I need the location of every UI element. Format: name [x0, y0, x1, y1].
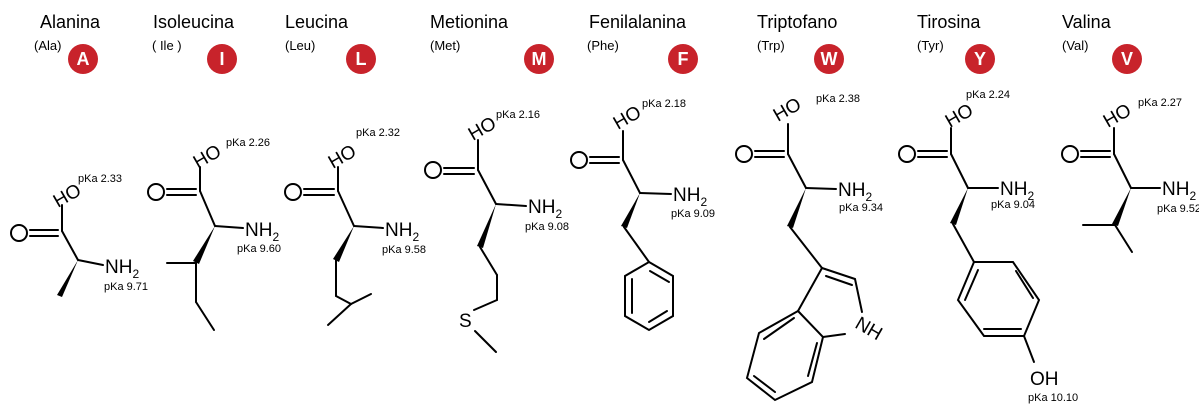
amine-label: NH2	[105, 257, 139, 281]
letter-badge-tirosina: Y	[965, 44, 995, 74]
name-triptofano: Triptofano	[757, 12, 838, 32]
letter-badge-triptofano: W	[814, 44, 844, 74]
hydroxyl-label: HO	[325, 141, 360, 173]
hydroxyl-label: HO	[190, 141, 225, 173]
pka-amine: pKa 9.04	[991, 199, 1035, 211]
indole-nh-label: NH	[851, 313, 885, 345]
benzene-ring	[956, 261, 1041, 337]
name-metionina: Metionina	[430, 12, 509, 32]
carbonyl-oxygen	[898, 145, 916, 163]
pka-carboxyl: pKa 2.27	[1138, 97, 1182, 109]
benzene-ring	[624, 260, 674, 332]
abbr-fenilalanina: (Phe)	[587, 38, 619, 53]
structure-isoleucina: HO pKa 2.26 NH2 pKa 9.60	[147, 137, 281, 331]
structure-triptofano: HO pKa 2.38 NH2 pKa 9.34 NH	[735, 93, 886, 402]
hydroxyl-label: HO	[610, 102, 645, 134]
pka-amine: pKa 9.09	[671, 208, 715, 220]
pka-carboxyl: pKa 2.18	[642, 98, 686, 110]
letter-badge-leucina: L	[346, 44, 376, 74]
wedge-bond	[57, 260, 78, 297]
pka-amine: pKa 9.52	[1157, 203, 1199, 215]
name-valina: Valina	[1062, 12, 1111, 32]
pka-carboxyl: pKa 2.24	[966, 89, 1010, 101]
amine-label: NH2	[673, 185, 707, 209]
hydroxyl-label: HO	[1100, 100, 1135, 132]
phenol-oh-label: OH	[1030, 369, 1059, 390]
carbonyl-oxygen	[147, 183, 165, 201]
amine-label: NH2	[1162, 179, 1196, 203]
letter-badge-metionina: M	[524, 44, 554, 74]
structure-tirosina: HO pKa 2.24 NH2 pKa 9.04 OH pKa 10.10	[898, 89, 1078, 404]
wedge-bond	[193, 226, 215, 264]
abbr-triptofano: (Trp)	[757, 38, 785, 53]
wedge-bond	[787, 188, 806, 228]
letter-badge-alanina: A	[68, 44, 98, 74]
abbr-leucina: (Leu)	[285, 38, 316, 53]
pka-carboxyl: pKa 2.33	[78, 173, 122, 185]
amine-label: NH2	[245, 220, 279, 244]
amine-label: NH2	[528, 197, 562, 221]
letter-badge-fenilalanina: F	[668, 44, 698, 74]
name-leucina: Leucina	[285, 12, 349, 32]
pka-carboxyl: pKa 2.16	[496, 109, 540, 121]
name-alanina: Alanina	[40, 12, 101, 32]
benzene-ring	[745, 309, 825, 402]
pka-amine: pKa 9.34	[839, 202, 883, 214]
carbonyl-oxygen	[570, 151, 588, 169]
wedge-bond	[950, 188, 968, 225]
name-tirosina: Tirosina	[917, 12, 981, 32]
amine-label: NH2	[1000, 179, 1034, 203]
pka-amine: pKa 9.58	[382, 244, 426, 256]
abbr-alanina: (Ala)	[34, 38, 62, 53]
carbonyl-oxygen	[1061, 145, 1079, 163]
carbonyl-oxygen	[424, 161, 442, 179]
pka-side-chain: pKa 10.10	[1028, 392, 1078, 404]
wedge-bond	[1112, 188, 1131, 226]
abbr-tirosina: (Tyr)	[917, 38, 944, 53]
structure-valina: HO pKa 2.27 NH2 pKa 9.52	[1061, 97, 1199, 253]
wedge-bond	[477, 204, 496, 248]
wedge-bond	[621, 193, 640, 228]
structure-metionina: HO pKa 2.16 NH2 pKa 9.08 S	[424, 109, 569, 353]
amine-label: NH2	[385, 220, 419, 244]
sulfur-label: S	[459, 311, 472, 332]
hydroxyl-label: HO	[465, 113, 500, 145]
pka-carboxyl: pKa 2.26	[226, 137, 270, 149]
carbonyl-oxygen	[10, 224, 28, 242]
wedge-bond	[333, 226, 354, 262]
hydroxyl-label: HO	[942, 100, 977, 132]
hydroxyl-label: HO	[770, 94, 805, 126]
pka-amine: pKa 9.71	[104, 281, 148, 293]
amine-label: NH2	[838, 180, 872, 204]
carbonyl-oxygen	[284, 183, 302, 201]
name-isoleucina: Isoleucina	[153, 12, 235, 32]
letter-badge-isoleucina: I	[207, 44, 237, 74]
letter-badge-valina: V	[1112, 44, 1142, 74]
abbr-metionina: (Met)	[430, 38, 461, 53]
structure-alanina: HO pKa 2.33 NH2 pKa 9.71	[10, 173, 148, 297]
pka-amine: pKa 9.60	[237, 243, 281, 255]
name-fenilalanina: Fenilalanina	[589, 12, 687, 32]
structure-fenilalanina: HO pKa 2.18 NH2 pKa 9.09	[570, 98, 715, 332]
abbr-isoleucina: ( Ile )	[152, 38, 182, 53]
abbr-valina: (Val)	[1062, 38, 1089, 53]
structure-leucina: HO pKa 2.32 NH2 pKa 9.58	[284, 127, 426, 326]
pka-carboxyl: pKa 2.32	[356, 127, 400, 139]
pka-carboxyl: pKa 2.38	[816, 93, 860, 105]
carbonyl-oxygen	[735, 145, 753, 163]
pka-amine: pKa 9.08	[525, 221, 569, 233]
